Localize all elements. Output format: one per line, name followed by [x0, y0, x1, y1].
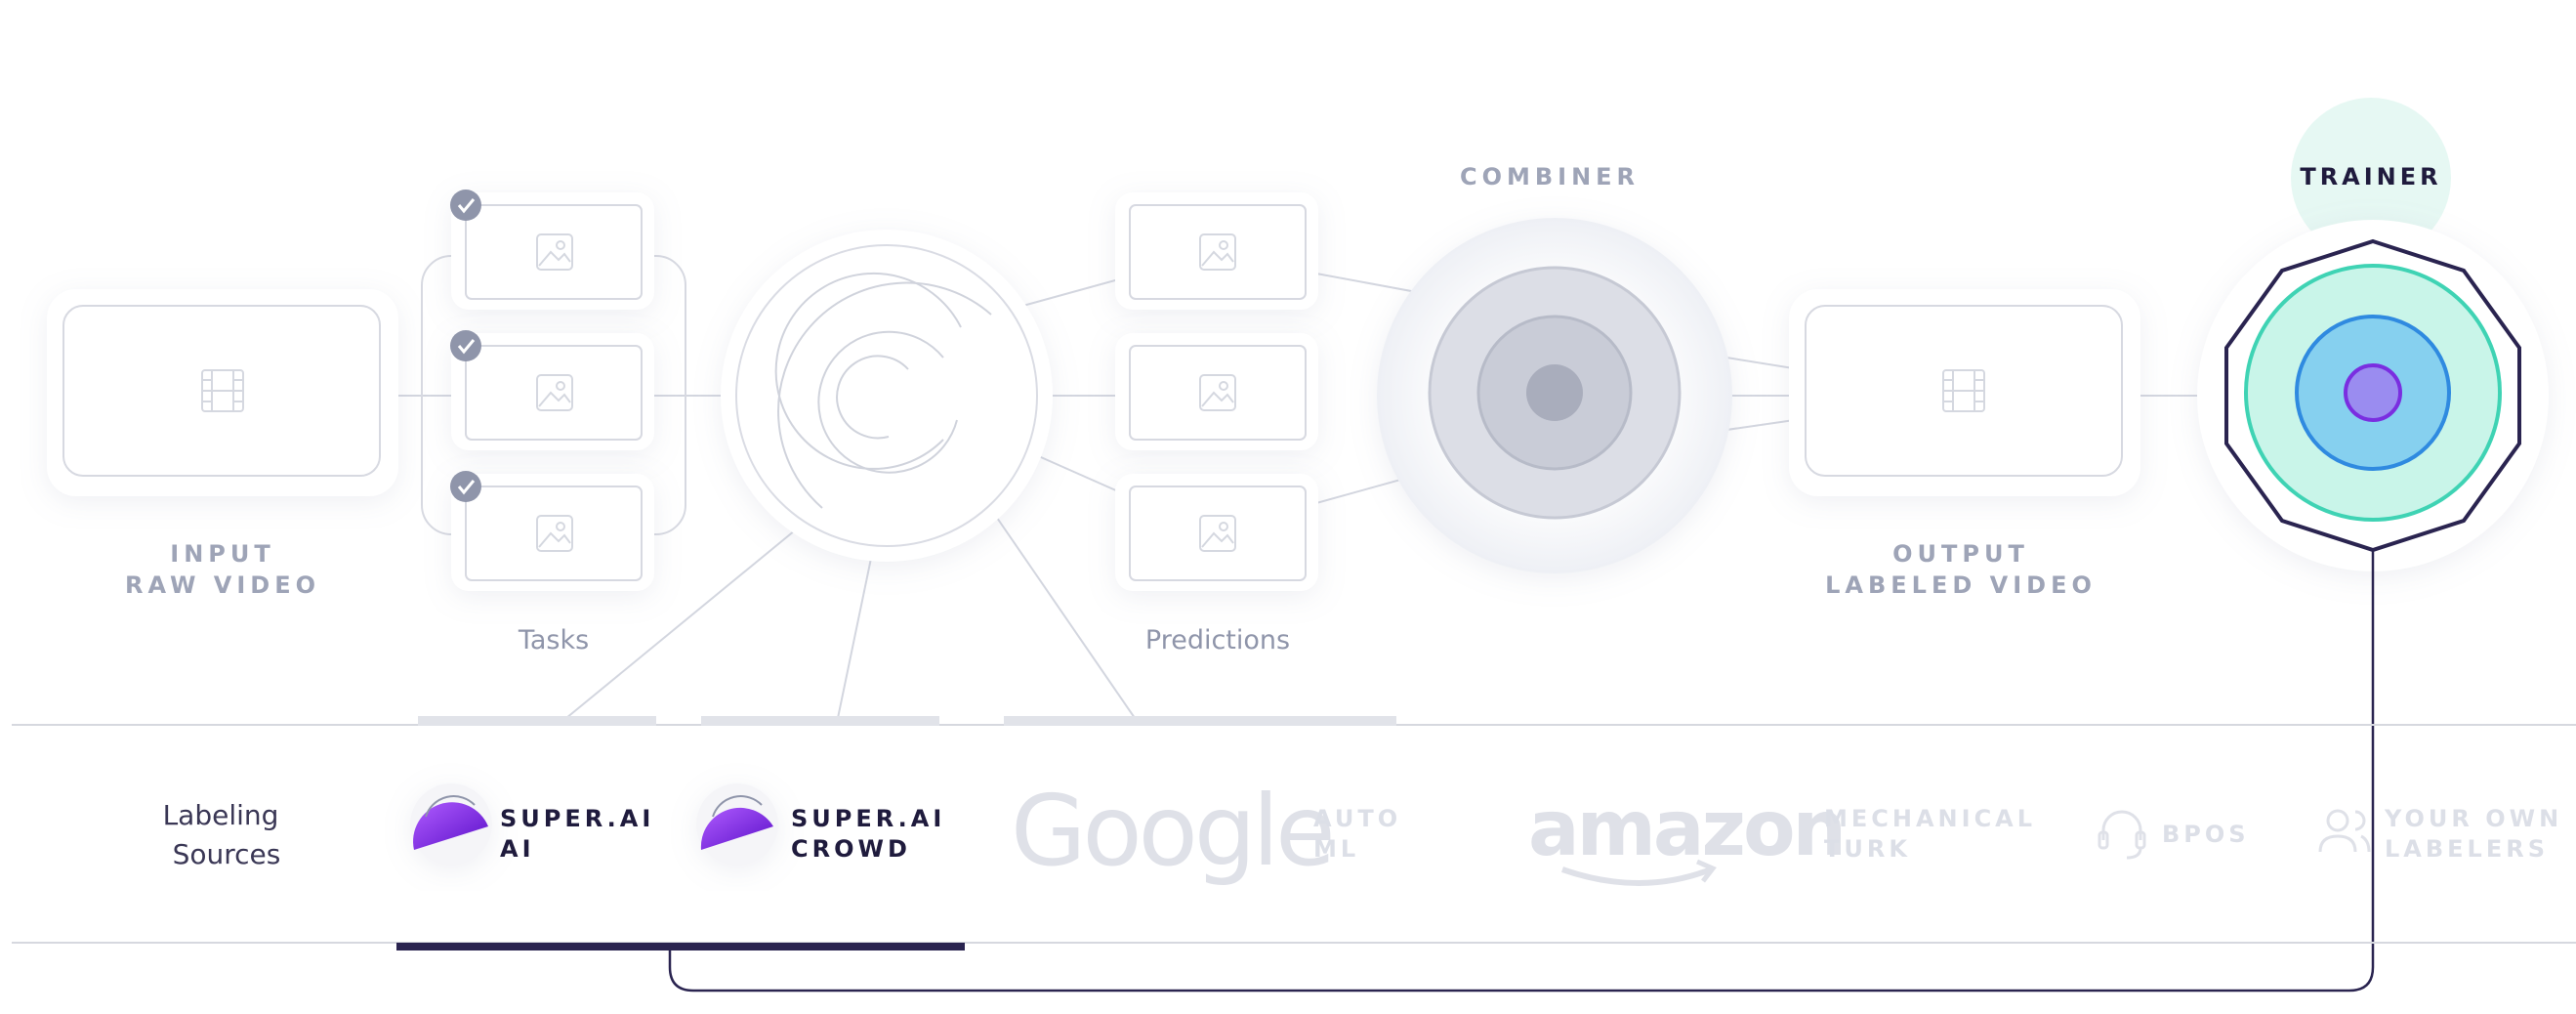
combiner-label: COMBINER [1460, 163, 1640, 190]
combiner: COMBINER [1377, 163, 1732, 573]
source-google-line1: AUTO [1313, 805, 1401, 832]
prediction-card[interactable] [1115, 474, 1318, 591]
source-labelers-line2: LABELERS [2385, 835, 2549, 863]
predictions-label: Predictions [1145, 625, 1290, 655]
image-icon [536, 233, 573, 271]
task-router-spiral [721, 230, 1053, 562]
tasks-label: Tasks [518, 625, 589, 655]
check-icon [450, 330, 481, 361]
headset-icon [2098, 810, 2146, 860]
image-icon [536, 515, 573, 552]
check-icon [450, 471, 481, 502]
prediction-card[interactable] [1115, 333, 1318, 450]
source-super-ai-ai[interactable]: SUPER.AI AI [410, 783, 654, 866]
super-ai-logo-icon [696, 783, 778, 866]
source-tab-super-ai-ai[interactable] [418, 716, 656, 726]
source-google-automl[interactable]: Google AUTO ML [1011, 774, 1401, 888]
input-label-line2: RAW VIDEO [125, 571, 320, 599]
source-bpos-line1: BPOS [2162, 821, 2250, 848]
amazon-arrow-icon [1695, 859, 1717, 883]
sources-title-line1: Labeling [163, 799, 279, 831]
source-super-ai-ai-line2: AI [500, 835, 535, 863]
source-amazon-mturk[interactable]: amazon MECHANICAL TURK [1528, 785, 2036, 886]
task-card[interactable] [450, 190, 654, 310]
source-tab-google[interactable] [1004, 716, 1396, 726]
output-label-line2: LABELED VIDEO [1825, 571, 2097, 599]
tasks-group: Tasks [421, 190, 686, 655]
image-icon [536, 374, 573, 411]
source-super-ai-crowd-line1: SUPER.AI [791, 805, 945, 832]
source-super-ai-crowd[interactable]: SUPER.AI CROWD [696, 783, 945, 866]
input-label-line1: INPUT [170, 540, 274, 568]
source-tab-super-ai-crowd[interactable] [701, 716, 939, 726]
predictions-group: Predictions [1115, 192, 1318, 655]
source-super-ai-crowd-line2: CROWD [791, 835, 911, 863]
film-icon [201, 369, 244, 412]
check-icon [450, 190, 481, 221]
trainer: TRAINER [2197, 98, 2549, 571]
image-icon [1199, 233, 1236, 271]
source-amazon-line1: MECHANICAL [1824, 805, 2036, 832]
prediction-card[interactable] [1115, 192, 1318, 310]
task-card[interactable] [450, 471, 654, 591]
source-bpos[interactable]: BPOS [2098, 810, 2250, 860]
sources-title-line2: Sources [173, 838, 281, 870]
amazon-logo: amazon [1528, 785, 1844, 873]
film-icon [1942, 369, 1985, 412]
source-amazon-line2: TURK [1824, 835, 1911, 863]
task-card[interactable] [450, 330, 654, 450]
labeling-sources: Labeling Sources SUPER.AI AI SUPER.AI CR… [163, 774, 2562, 888]
trainer-feedback-line [668, 550, 2375, 993]
super-ai-logo-icon [410, 783, 492, 866]
source-labelers-line1: YOUR OWN [2384, 805, 2562, 832]
users-icon [2318, 809, 2371, 853]
active-sources-indicator [396, 943, 965, 951]
source-your-own-labelers[interactable]: YOUR OWN LABELERS [2318, 805, 2562, 863]
image-icon [1199, 515, 1236, 552]
image-icon [1199, 374, 1236, 411]
trainer-label: TRAINER [2300, 163, 2441, 190]
output-labeled-video: OUTPUT LABELED VIDEO [1789, 289, 2140, 599]
input-raw-video: INPUT RAW VIDEO [47, 289, 398, 599]
amazon-smile-icon [1561, 866, 1713, 886]
source-google-line2: ML [1313, 835, 1359, 863]
source-super-ai-ai-line1: SUPER.AI [500, 805, 654, 832]
google-logo: Google [1011, 774, 1332, 888]
output-label-line1: OUTPUT [1892, 540, 2029, 568]
